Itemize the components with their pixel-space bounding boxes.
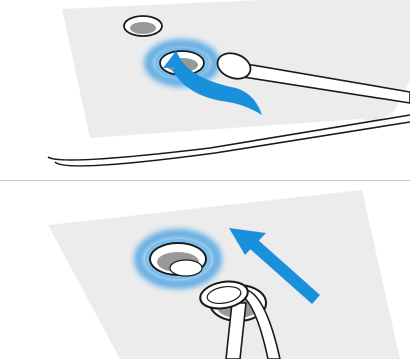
panel-divider <box>0 180 410 181</box>
step-2-illustration <box>48 190 400 359</box>
panel-step-2 <box>0 181 410 359</box>
panel-step-1 <box>47 0 410 167</box>
cotton-swab <box>199 280 281 359</box>
mounting-hole-upper <box>123 15 163 37</box>
device-surface <box>48 190 400 359</box>
straight-arrow-icon <box>229 228 320 304</box>
cotton-swab <box>216 52 410 104</box>
device-cable <box>47 114 410 167</box>
curved-arrow-icon <box>163 51 262 115</box>
sensor-hole-highlighted <box>134 229 222 289</box>
step-1-illustration <box>47 0 410 167</box>
